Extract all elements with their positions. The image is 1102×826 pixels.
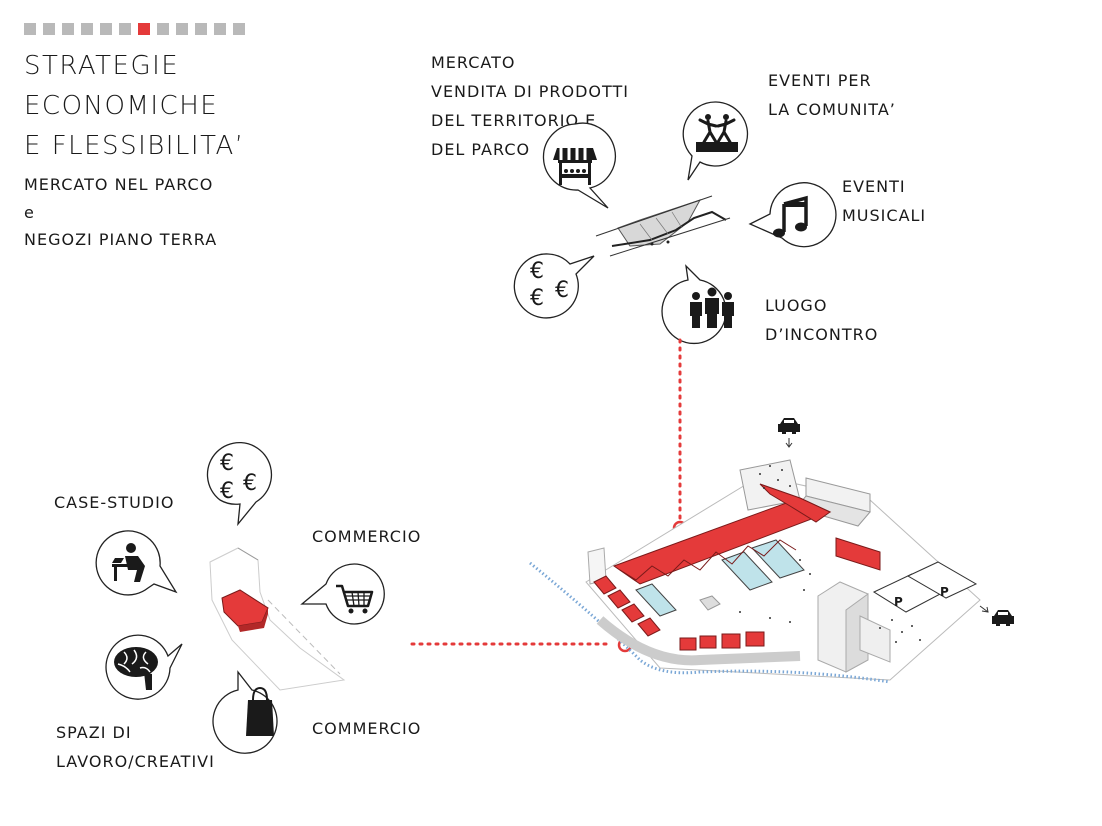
car-icon-right — [979, 605, 1014, 626]
page-title-line-3: E FLESSIBILITA’ — [24, 131, 245, 161]
progress-step — [233, 23, 245, 35]
progress-step — [119, 23, 131, 35]
page-title-line-2: ECONOMICHE — [24, 91, 219, 121]
progress-step — [176, 23, 188, 35]
music-note-icon — [748, 182, 837, 248]
progress-step — [24, 23, 36, 35]
label-eventi-musicali: EVENTI MUSICALI — [842, 177, 927, 225]
euro-symbol: € — [243, 471, 257, 496]
euro-icon-bottom: € € € — [206, 441, 273, 527]
progress-step — [214, 23, 226, 35]
progress-indicator — [24, 23, 245, 35]
shop-plan-sketch — [209, 547, 346, 691]
parking-symbol: P — [894, 595, 903, 609]
progress-step-active — [138, 23, 150, 35]
people-meeting-icon — [661, 264, 734, 344]
euro-symbol: € — [220, 451, 234, 476]
label-commercio-2: COMMERCIO — [312, 719, 422, 738]
subtitle-line-2: e — [24, 203, 35, 222]
label-eventi-comunita: EVENTI PER LA COMUNITA’ — [768, 71, 896, 119]
parking-symbol: P — [940, 585, 949, 599]
euro-symbol: € — [220, 479, 234, 504]
subtitle-line-1: MERCATO NEL PARCO — [24, 175, 214, 194]
shopping-cart-icon — [300, 563, 385, 625]
progress-step — [157, 23, 169, 35]
market-section-sketch — [595, 195, 731, 257]
euro-symbol: € — [555, 278, 569, 303]
euro-symbol: € — [530, 259, 544, 284]
progress-step — [62, 23, 74, 35]
site-axonometric — [529, 459, 981, 684]
euro-symbol: € — [530, 286, 544, 311]
label-mercato: MERCATO VENDITA DI PRODOTTI DEL TERRITOR… — [431, 53, 630, 159]
shopping-bag-icon — [212, 670, 278, 754]
euro-icon-top: € € € — [513, 253, 595, 319]
label-case-studio: CASE-STUDIO — [54, 493, 175, 512]
progress-step — [195, 23, 207, 35]
page-title-line-1: STRATEGIE — [24, 51, 180, 81]
progress-step — [81, 23, 93, 35]
label-commercio-1: COMMERCIO — [312, 527, 422, 546]
community-events-icon — [682, 101, 749, 181]
car-icon-top — [778, 418, 800, 448]
progress-step — [43, 23, 55, 35]
home-studio-icon — [95, 530, 178, 596]
market-stall-icon — [542, 122, 616, 209]
label-luogo-incontro: LUOGO D’INCONTRO — [765, 296, 879, 344]
brain-icon — [105, 634, 183, 700]
label-spazi-lavoro: SPAZI DI LAVORO/CREATIVI — [56, 723, 215, 771]
progress-step — [100, 23, 112, 35]
subtitle-line-3: NEGOZI PIANO TERRA — [24, 230, 218, 249]
